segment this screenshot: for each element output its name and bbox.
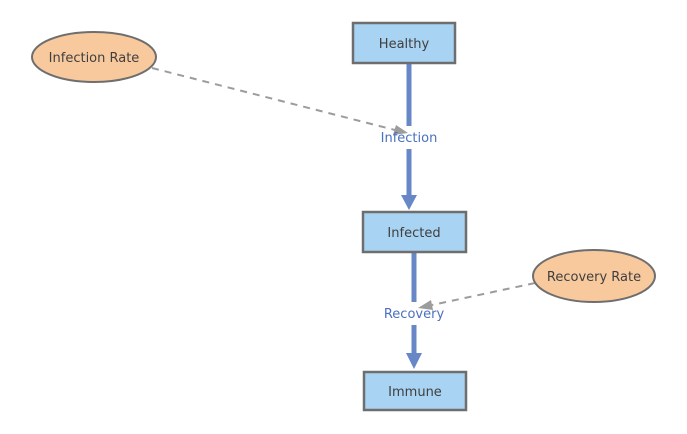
infected-box[interactable]	[361, 210, 468, 254]
immune-label: Immune	[388, 385, 442, 400]
node-immune[interactable]: Immune	[362, 370, 468, 412]
recovery-rate-label: Recovery Rate	[547, 270, 641, 285]
edge-infection-rate-to-infection[interactable]	[151, 67, 408, 135]
immune-box[interactable]	[362, 370, 468, 412]
edge-recovery-rate-to-recovery[interactable]	[418, 282, 536, 310]
flow-label-recovery: Recovery	[384, 307, 445, 322]
infected-label: Infected	[387, 226, 440, 241]
node-recovery-rate[interactable]: Recovery Rate	[532, 249, 656, 303]
infection-rate-label: Infection Rate	[49, 51, 140, 66]
healthy-label: Healthy	[379, 37, 430, 52]
infection-rate-ellipse[interactable]	[31, 31, 157, 83]
healthy-box[interactable]	[351, 21, 457, 65]
infection-label-background	[376, 126, 443, 149]
flow-label-infection: Infection	[381, 131, 438, 146]
arrowhead-down-icon	[406, 353, 422, 369]
dashed-connector-recovery[interactable]	[431, 282, 536, 306]
node-infection-rate[interactable]: Infection Rate	[31, 31, 157, 83]
node-infected[interactable]: Infected	[361, 210, 468, 254]
dashed-connector-infection[interactable]	[151, 67, 396, 131]
recovery-rate-ellipse[interactable]	[532, 249, 656, 303]
node-healthy[interactable]: Healthy	[351, 21, 457, 65]
arrowhead-down-icon	[401, 195, 417, 210]
arrowhead-right-icon	[393, 125, 408, 135]
arrowhead-left-icon	[418, 300, 433, 310]
